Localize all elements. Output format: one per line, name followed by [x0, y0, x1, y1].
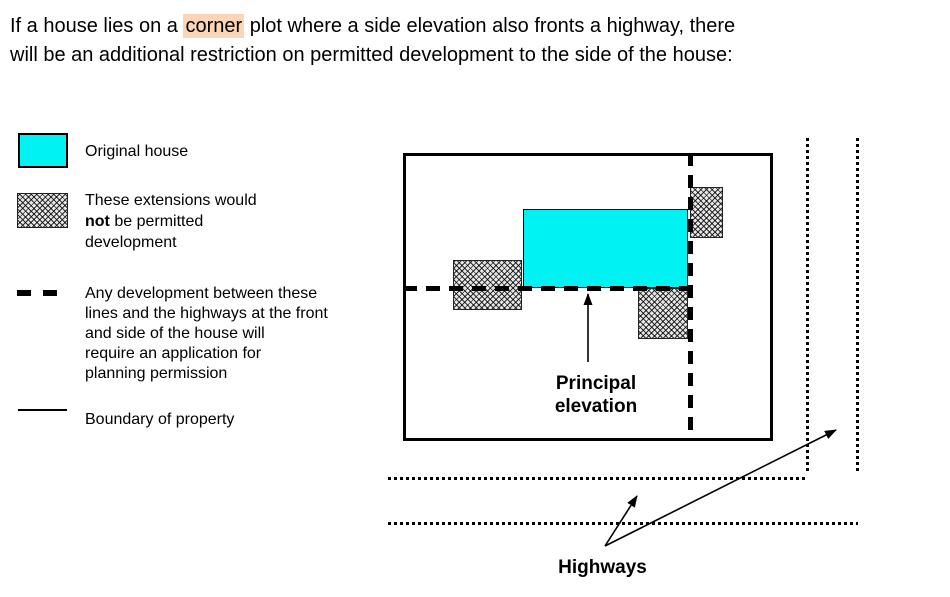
not-permitted-line-2-rest: be permitted — [109, 213, 204, 230]
legend-label-boundary: Boundary of property — [85, 411, 235, 428]
front-highway-dotted-line-inner — [388, 477, 807, 480]
highways-arrow-side — [604, 429, 837, 547]
not-permitted-line-2: not be permitted — [85, 211, 257, 232]
extension-left-hatched — [453, 260, 522, 310]
legend-swatch-original-house — [18, 133, 68, 168]
legend-label-dashed-line: Any development between these lines and … — [85, 284, 328, 384]
not-permitted-line-1: These extensions would — [85, 192, 257, 209]
dashed-rule-line-4: require an application for — [85, 345, 262, 362]
legend-swatch-boundary-line — [18, 409, 67, 411]
front-highway-dotted-line-outer — [388, 522, 858, 525]
intro-line1-pre: If a house lies on a — [10, 15, 184, 37]
principal-elevation-label: Principal elevation — [530, 372, 662, 418]
extension-top-right-hatched — [690, 187, 723, 238]
legend-swatch-not-permitted — [17, 193, 68, 228]
intro-line-2: will be an additional restriction on per… — [10, 44, 733, 66]
principal-elevation-line-2: elevation — [554, 396, 638, 417]
dashed-rule-line-5: planning permission — [85, 365, 228, 382]
legend-swatch-dashed-line — [17, 290, 58, 296]
side-highway-dotted-line-outer — [856, 138, 859, 473]
not-permitted-line-3: development — [85, 234, 177, 251]
highways-label: Highways — [558, 557, 647, 578]
extension-bottom-hatched — [638, 288, 688, 339]
dashed-rule-line-1: Any development between these — [85, 285, 318, 302]
not-bold-word: not — [85, 213, 110, 230]
legend-label-not-permitted: These extensions would not be permitted … — [85, 190, 257, 253]
front-restriction-dashed-line — [403, 286, 690, 291]
side-highway-dotted-line-inner — [806, 138, 809, 472]
dashed-rule-line-2: lines and the highways at the front — [85, 305, 328, 322]
principal-elevation-line-1: Principal — [555, 373, 637, 394]
intro-line1-post: plot where a side elevation also fronts … — [244, 15, 736, 37]
highlighted-word-corner: corner — [183, 14, 245, 38]
side-restriction-dashed-line — [688, 153, 693, 430]
legend-label-original-house: Original house — [85, 143, 189, 160]
dashed-rule-line-3: and side of the house will — [85, 325, 265, 342]
intro-line-1: If a house lies on a corner plot where a… — [10, 12, 735, 41]
intro-paragraph: If a house lies on a corner plot where a… — [10, 12, 735, 70]
original-house-rectangle — [523, 209, 688, 288]
highways-arrow-front — [604, 495, 638, 547]
